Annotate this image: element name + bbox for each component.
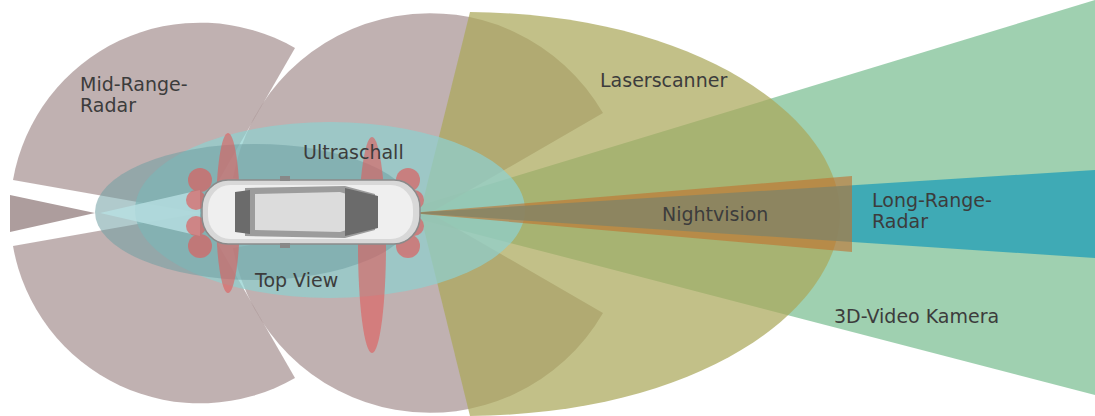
- region-label: Mid-Range- Radar: [80, 74, 210, 116]
- ultrasound-lobe: [358, 137, 386, 353]
- sensor-blobs: [186, 168, 424, 258]
- region-label: Top View: [255, 270, 338, 291]
- long-range-field: [410, 170, 1095, 258]
- region-label: Nightvision: [662, 204, 768, 225]
- region-label: Long-Range- Radar: [872, 190, 1007, 232]
- car: [202, 176, 420, 248]
- region-label: Ultraschall: [303, 142, 404, 163]
- nightvision-field: [410, 176, 852, 252]
- region-label: Laserscanner: [600, 70, 727, 91]
- topview-beam: [100, 190, 200, 236]
- radar-notch: [10, 195, 95, 232]
- region-label: 3D-Video Kamera: [834, 306, 999, 327]
